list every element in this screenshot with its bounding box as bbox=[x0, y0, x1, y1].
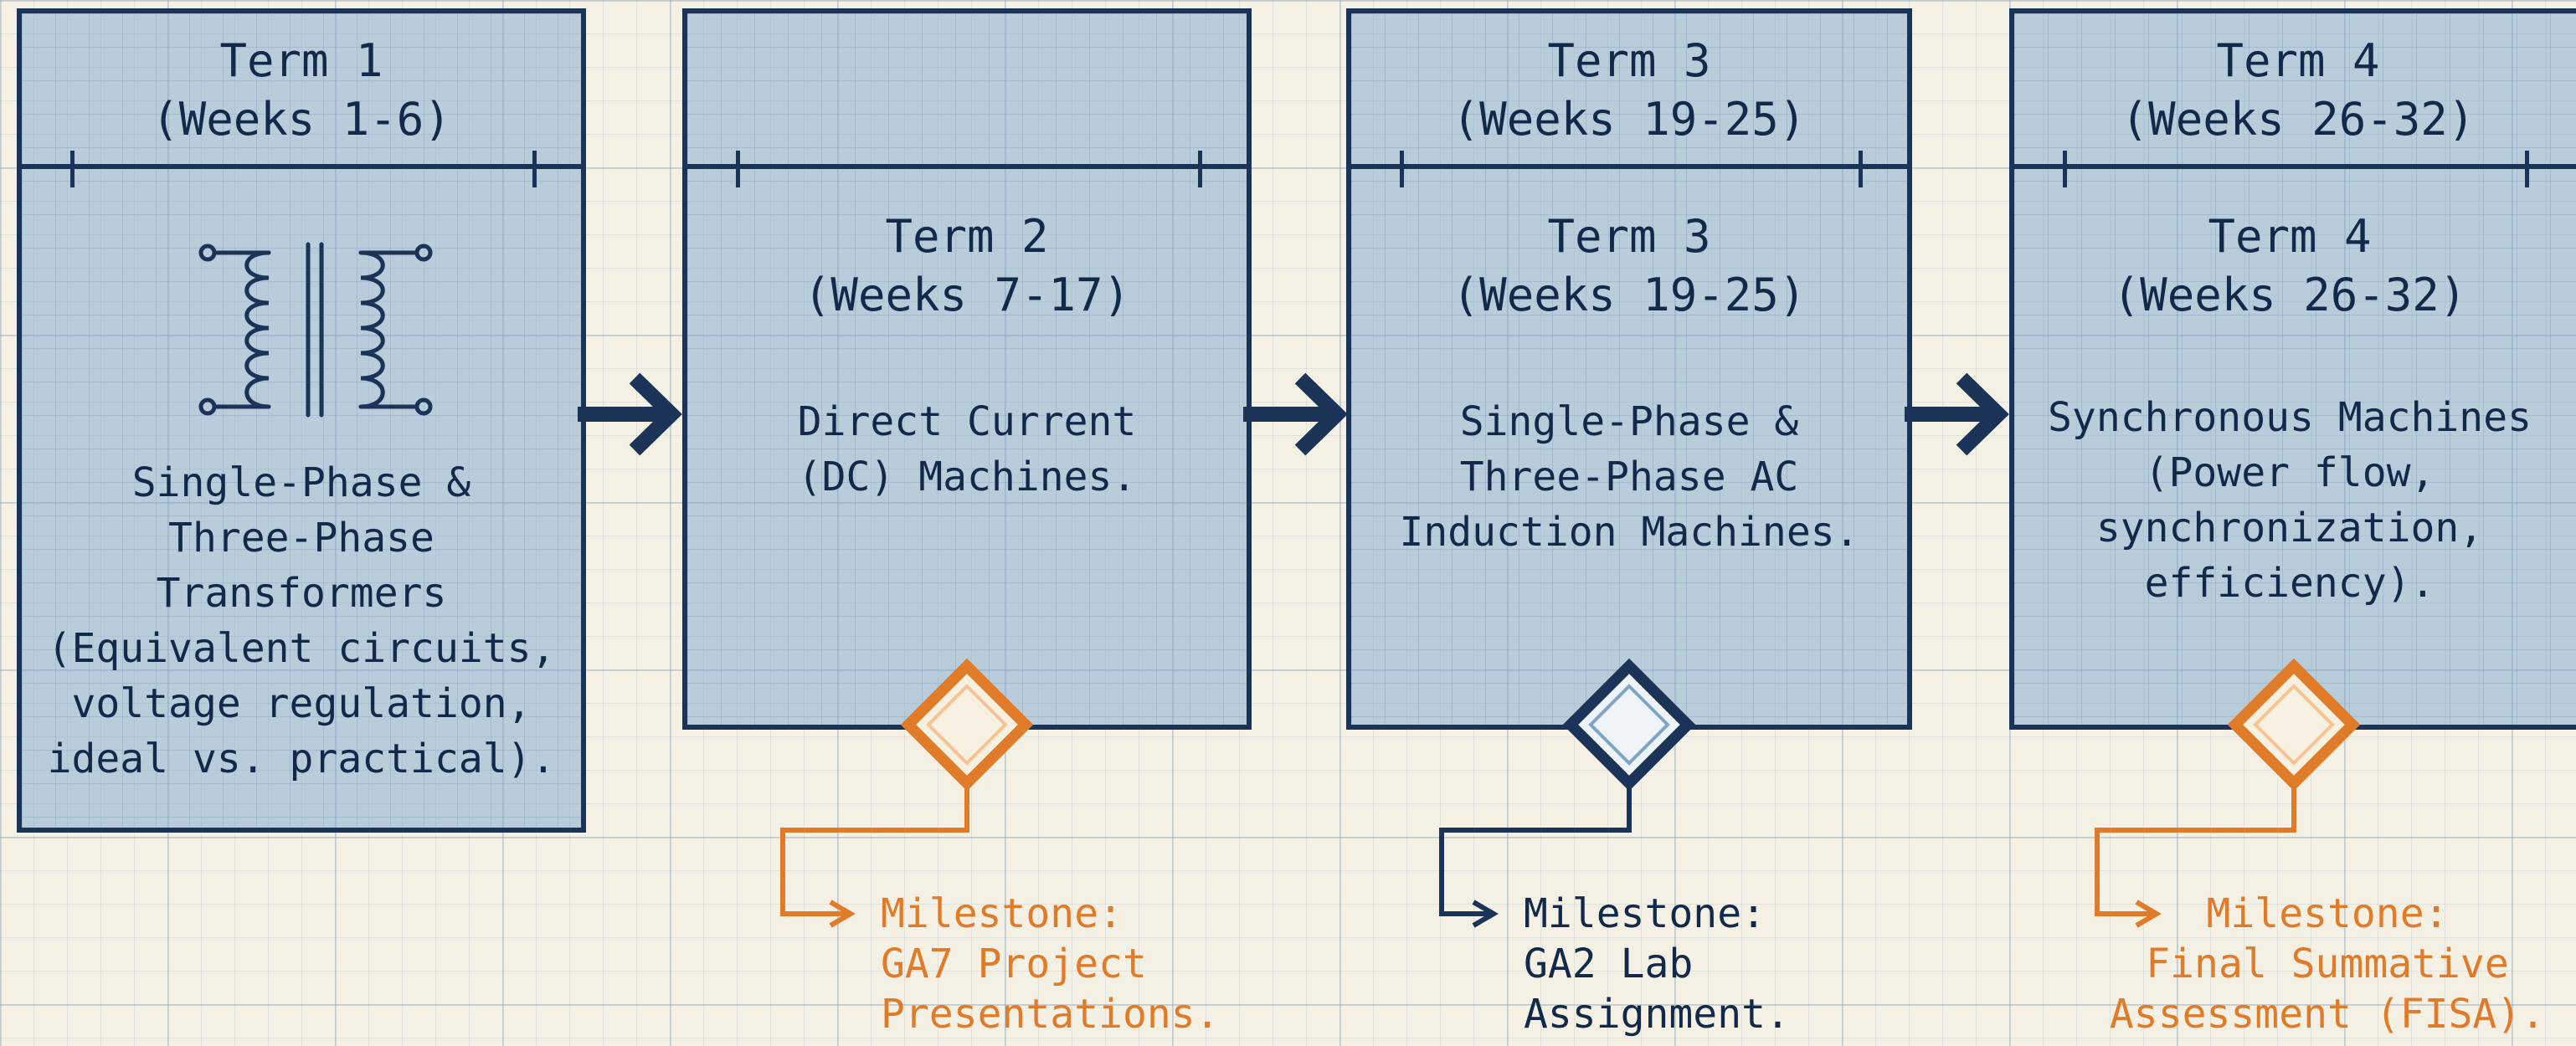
term-2-title: Term 2 bbox=[885, 210, 1049, 263]
term-4-panel: Term 4 (Weeks 26-32) Term 4 (Weeks 26-32… bbox=[2009, 8, 2576, 730]
term-4-header-weeks: (Weeks 26-32) bbox=[2121, 93, 2476, 146]
term-1-weeks: (Weeks 1-6) bbox=[152, 93, 451, 146]
arrow-right-icon bbox=[1243, 372, 1348, 456]
arrow-right-icon bbox=[1905, 372, 2009, 456]
term-2-title-block: Term 2 (Weeks 7-17) bbox=[687, 208, 1247, 325]
timeline-tick bbox=[2063, 151, 2067, 187]
term-3-title-block: Term 3 (Weeks 19-25) bbox=[1351, 208, 1907, 325]
term-1-panel: Term 1 (Weeks 1-6) Single-Phase & Three-… bbox=[17, 8, 586, 833]
timeline-tick bbox=[70, 151, 75, 187]
term-2-panel: Term 2 (Weeks 7-17) Direct Current (DC) … bbox=[682, 8, 1252, 730]
milestone-diamond-icon bbox=[900, 658, 1034, 792]
milestone-diamond-icon bbox=[1562, 658, 1696, 792]
term-4-header: Term 4 (Weeks 26-32) bbox=[2014, 13, 2576, 169]
term-1-title: Term 1 bbox=[219, 34, 383, 87]
term-1-header: Term 1 (Weeks 1-6) bbox=[22, 13, 581, 169]
milestone-3-label: Milestone: Final Summative Assessment (F… bbox=[2109, 890, 2546, 1038]
term-4-title-block: Term 4 (Weeks 26-32) bbox=[2014, 208, 2565, 325]
timeline-tick bbox=[1198, 151, 1202, 187]
term-2-header bbox=[687, 13, 1247, 169]
term-3-header-title: Term 3 bbox=[1547, 34, 1711, 87]
term-3-title: Term 3 bbox=[1547, 210, 1711, 263]
term-2-weeks: (Weeks 7-17) bbox=[803, 269, 1131, 321]
term-1-description: Single-Phase & Three-Phase Transformers … bbox=[47, 459, 556, 782]
milestone-2-label: Milestone: GA2 Lab Assignment. bbox=[1524, 890, 1790, 1038]
milestone-connector-arrow bbox=[770, 770, 887, 929]
transformer-icon bbox=[198, 242, 433, 418]
term-3-header-weeks: (Weeks 19-25) bbox=[1452, 93, 1807, 146]
milestone-diamond-icon bbox=[2227, 658, 2361, 792]
term-2-description: Direct Current (DC) Machines. bbox=[797, 398, 1137, 500]
term-3-description: Single-Phase & Three-Phase AC Induction … bbox=[1399, 398, 1859, 556]
term-3-header: Term 3 (Weeks 19-25) bbox=[1351, 13, 1907, 169]
term-4-description: Synchronous Machines (Power flow, synchr… bbox=[2048, 394, 2532, 607]
term-4-header-title: Term 4 bbox=[2216, 34, 2380, 87]
arrow-right-icon bbox=[578, 372, 682, 456]
timeline-tick bbox=[2525, 151, 2529, 187]
term-3-panel: Term 3 (Weeks 19-25) Term 3 (Weeks 19-25… bbox=[1346, 8, 1912, 730]
timeline-tick bbox=[532, 151, 537, 187]
term-4-title: Term 4 bbox=[2208, 210, 2372, 263]
term-4-weeks: (Weeks 26-32) bbox=[2112, 269, 2467, 321]
milestone-1-label: Milestone: GA7 Project Presentations. bbox=[881, 890, 1220, 1038]
timeline-tick bbox=[736, 151, 740, 187]
term-3-weeks: (Weeks 19-25) bbox=[1452, 269, 1807, 321]
timeline-tick bbox=[1859, 151, 1863, 187]
timeline-tick bbox=[1400, 151, 1404, 187]
